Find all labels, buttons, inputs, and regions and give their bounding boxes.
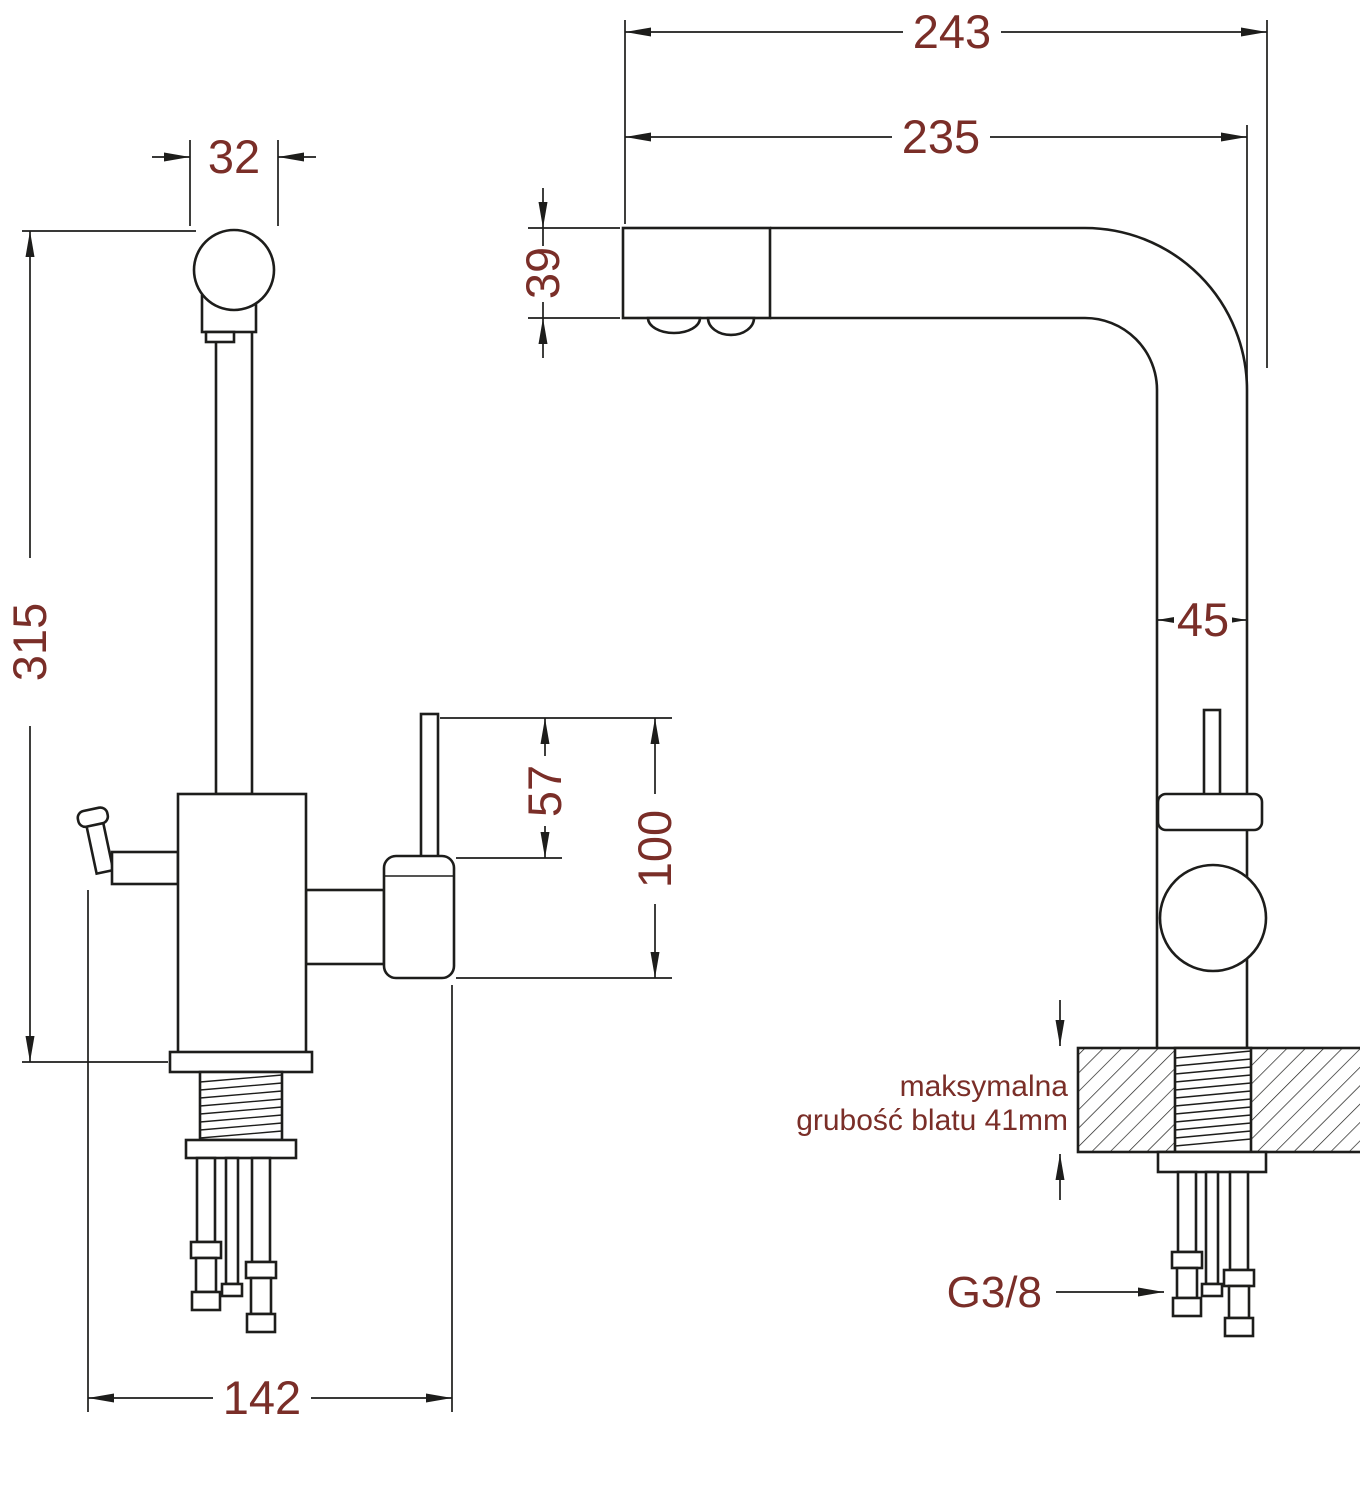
countertop-note-line2: grubość blatu 41mm	[796, 1104, 1068, 1137]
spout-nozzle-tip	[204, 330, 236, 344]
filter-lever	[76, 806, 115, 876]
hose-stem	[1227, 1284, 1251, 1320]
mixer-lever	[419, 712, 440, 862]
dim-total-height-label: 315	[3, 603, 56, 681]
supply-hose	[250, 1156, 272, 1264]
spout-head	[621, 226, 772, 320]
dim-overall-reach-label: 243	[913, 5, 991, 58]
thread-hatch	[1174, 1050, 1252, 1147]
dim-spout-reach-label: 235	[902, 110, 980, 163]
pull-rod-end	[1200, 1282, 1224, 1298]
hose-stem	[249, 1276, 273, 1316]
filter-outlet	[706, 316, 756, 337]
dim-body-height-label: 100	[628, 810, 681, 888]
mixer-collar	[1156, 792, 1264, 832]
supply-hoses	[1170, 1170, 1256, 1338]
hose-connector	[190, 1290, 222, 1312]
aerator-outlet	[646, 316, 702, 335]
pull-rod-end	[220, 1282, 244, 1298]
thread-size-label: G3/8	[947, 1268, 1042, 1317]
threaded-shank	[198, 1070, 284, 1142]
side-view	[621, 226, 1360, 1338]
spout-ball	[192, 228, 276, 312]
label-background	[1174, 597, 1232, 643]
supply-hose	[1176, 1170, 1198, 1254]
front-view	[76, 228, 456, 1334]
dimension-annotations: 32 315 57 100 142 243	[3, 5, 1268, 1424]
lock-nut	[184, 1138, 298, 1160]
pull-rod	[224, 1156, 240, 1286]
hose-connector	[1223, 1316, 1255, 1338]
faucet-body	[176, 792, 308, 1056]
hose-nut	[189, 1240, 223, 1260]
hose-stem	[1175, 1266, 1199, 1300]
lock-flange	[1156, 1150, 1268, 1174]
countertop-note-line1: maksymalna	[900, 1070, 1069, 1103]
filter-lever-stem	[84, 819, 115, 876]
hose-connector	[1171, 1296, 1203, 1318]
filter-lever-knob	[76, 806, 110, 829]
filter-lever-connector	[110, 850, 180, 886]
mixer-joint	[382, 854, 456, 980]
supply-hose	[195, 1156, 217, 1244]
label-background	[892, 114, 990, 160]
hose-connector	[245, 1312, 277, 1334]
label-background	[903, 9, 1001, 55]
dim-lever-height-label: 57	[518, 765, 571, 817]
dim-spout-height-label: 39	[516, 247, 569, 299]
dim-pipe-width-label: 45	[1177, 593, 1229, 646]
riser-pipe	[214, 298, 254, 796]
mixer-lever	[1202, 708, 1222, 802]
supply-hose	[1228, 1170, 1250, 1272]
dim-head-width-label: 32	[208, 130, 260, 183]
hose-nut	[1170, 1250, 1204, 1270]
supply-hoses	[189, 1156, 278, 1334]
mixer-joint-cap	[1158, 863, 1268, 973]
dim-base-width-label: 142	[223, 1371, 301, 1424]
hose-stem	[194, 1256, 218, 1294]
pull-rod	[1204, 1170, 1220, 1286]
mixer-neck	[304, 888, 386, 966]
bend-outer-arc	[1084, 226, 1249, 391]
hose-nut	[244, 1260, 278, 1280]
bend-inner-arc	[1084, 316, 1159, 391]
thread-hatch	[199, 1074, 283, 1139]
label-background	[213, 1375, 311, 1421]
hose-nut	[1222, 1268, 1256, 1288]
mounting-flange	[168, 1050, 314, 1074]
